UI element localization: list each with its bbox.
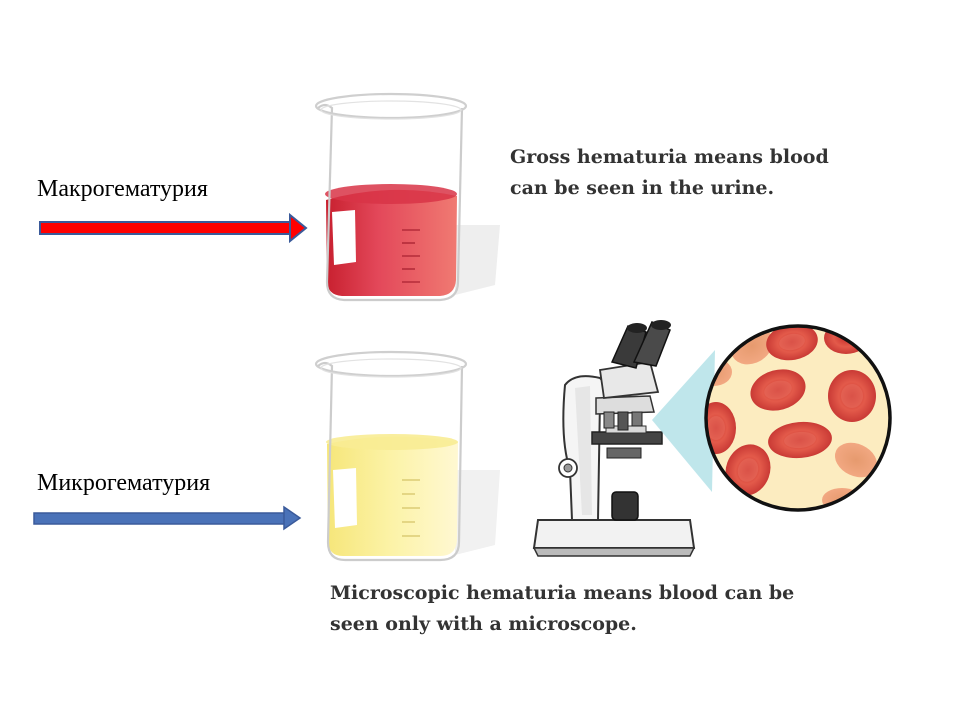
micro-arrow-icon [33, 505, 302, 531]
red-blood-cells-icon [704, 324, 892, 512]
red-beaker-icon [314, 92, 500, 302]
macro-arrow-icon [39, 212, 308, 244]
microscope-icon [532, 320, 696, 557]
gross-hematuria-caption: Gross hematuria means blood can be seen … [510, 142, 829, 204]
microscopic-hematuria-caption: Microscopic hematuria means blood can be… [330, 578, 794, 640]
macrohematuria-label: Макрогематурия [37, 176, 208, 202]
micro-caption-line-2: seen only with a microscope. [330, 613, 637, 635]
yellow-beaker-icon [314, 350, 500, 562]
gross-caption-line-2: can be seen in the urine. [510, 177, 775, 199]
gross-caption-line-1: Gross hematuria means blood [510, 146, 829, 168]
magnification-beam [652, 350, 715, 492]
microhematuria-label: Микрогематурия [37, 470, 211, 496]
micro-caption-line-1: Microscopic hematuria means blood can be [330, 582, 795, 604]
